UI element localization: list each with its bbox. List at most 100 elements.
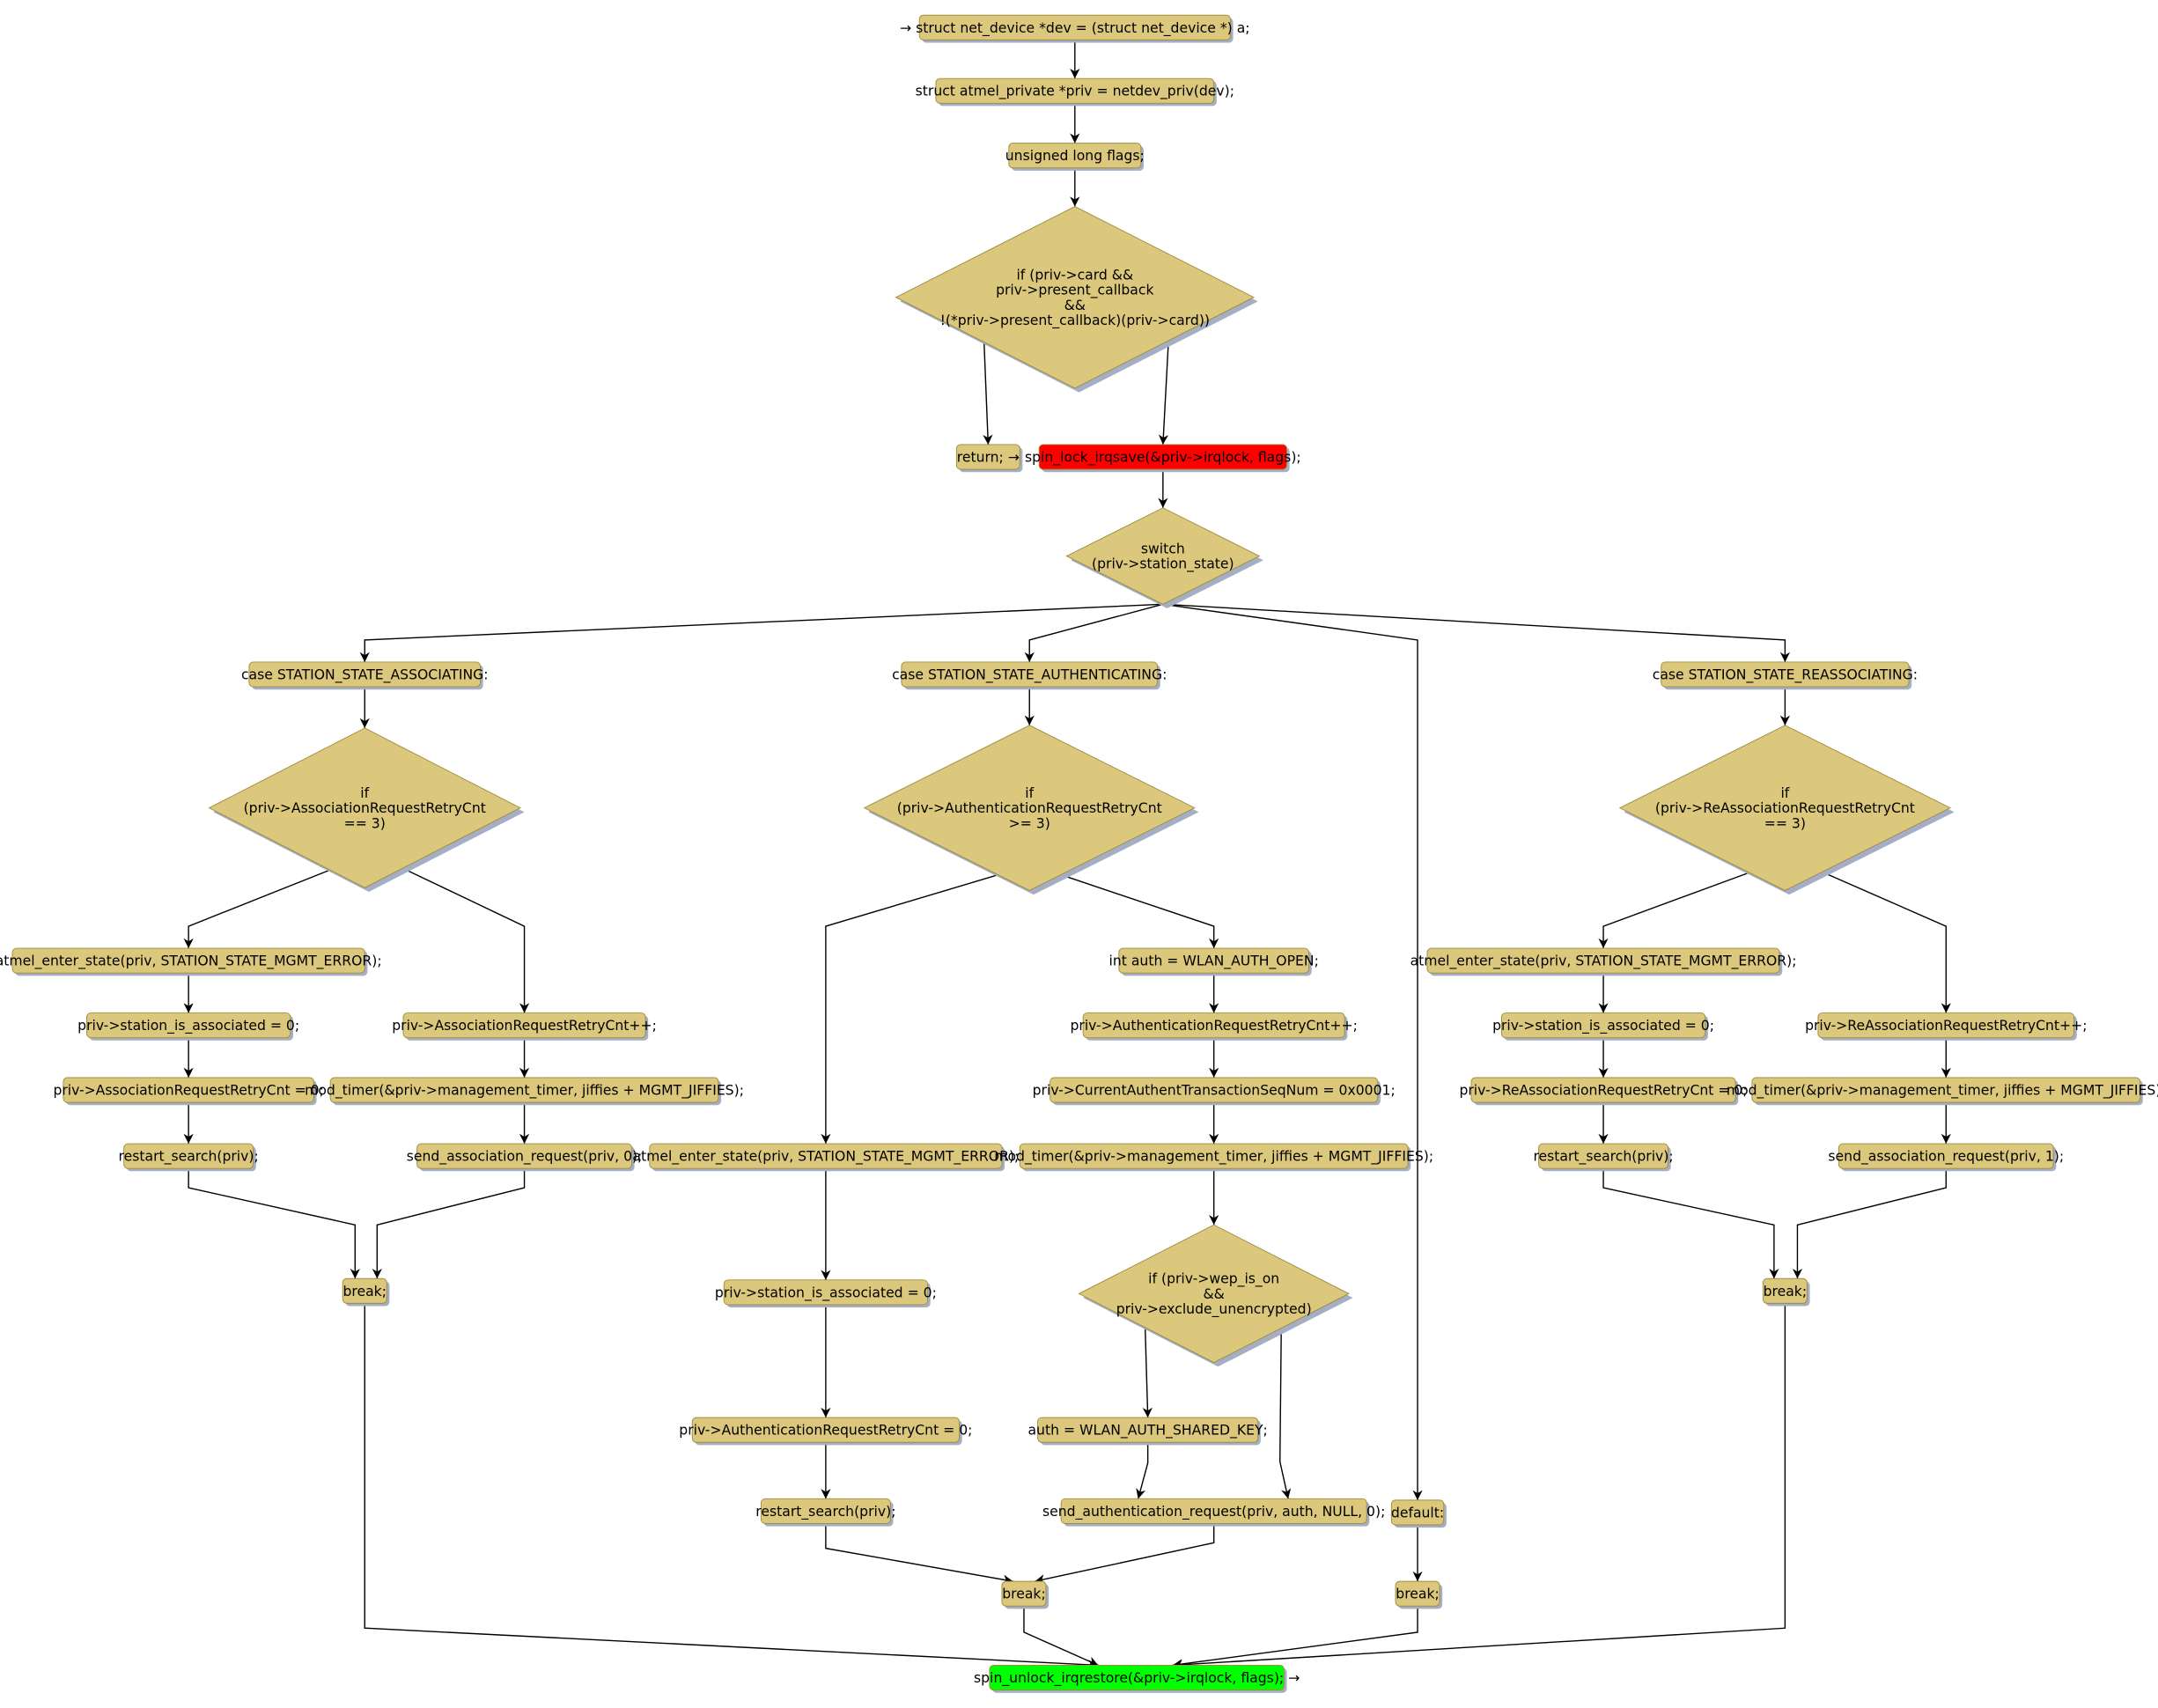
decision-dr[interactable]: if(priv->ReAssociationRequestRetryCnt== …	[1618, 725, 1955, 895]
node-label: mod_timer(&priv->management_timer, jiffi…	[305, 1082, 744, 1100]
node-label: send_association_request(priv, 0);	[407, 1148, 643, 1166]
decision-da[interactable]: if(priv->AssociationRequestRetryCnt== 3)	[208, 727, 525, 892]
statement-r3[interactable]: priv->ReAssociationRequestRetryCnt = 0;	[1459, 1077, 1748, 1106]
flow-arrow	[1172, 1303, 1786, 1670]
statement-a5[interactable]: priv->AssociationRequestRetryCnt++;	[392, 1012, 657, 1041]
statement-ab[interactable]: break;	[342, 1277, 390, 1307]
node-label: send_association_request(priv, 1);	[1828, 1148, 2064, 1166]
node-label: break;	[1764, 1283, 1808, 1299]
statement-u7[interactable]: priv->CurrentAuthentTransactionSeqNum = …	[1033, 1077, 1396, 1106]
statement-n3[interactable]: unsigned long flags;	[1005, 143, 1145, 171]
node-label: restart_search(priv);	[119, 1148, 259, 1166]
statement-n2[interactable]: struct atmel_private *priv = netdev_priv…	[916, 77, 1234, 107]
flow-arrow	[1602, 1168, 1779, 1279]
statement-ret[interactable]: return; →	[955, 444, 1023, 473]
node-label: atmel_enter_state(priv, STATION_STATE_MG…	[1410, 953, 1797, 970]
statement-u9[interactable]: auth = WLAN_AUTH_SHARED_KEY;	[1027, 1417, 1268, 1446]
statement-u2[interactable]: priv->station_is_associated = 0;	[715, 1279, 937, 1308]
node-label: atmel_enter_state(priv, STATION_STATE_MG…	[632, 1148, 1019, 1166]
statement-df[interactable]: default:	[1390, 1499, 1447, 1528]
statement-a1[interactable]: atmel_enter_state(priv, STATION_STATE_MG…	[0, 947, 382, 976]
flow-arrow	[364, 1303, 1099, 1670]
node-label: priv->ReAssociationRequestRetryCnt = 0;	[1459, 1082, 1747, 1099]
node-label: if (priv->wep_is_on	[1148, 1270, 1279, 1288]
node-label: spin_unlock_irqrestore(&priv->irqlock, f…	[974, 1669, 1300, 1687]
flow-arrow	[1162, 603, 1791, 662]
flow-arrow	[1023, 1606, 1099, 1667]
node-label: priv->ReAssociationRequestRetryCnt++;	[1805, 1017, 2087, 1034]
statement-u4[interactable]: restart_search(priv);	[755, 1498, 895, 1527]
node-label: if	[1025, 784, 1034, 801]
statement-u10[interactable]: send_authentication_request(priv, auth, …	[1042, 1498, 1385, 1527]
node-label: (priv->AssociationRequestRetryCnt	[244, 799, 486, 816]
flow-arrow	[183, 869, 331, 949]
node-label: break;	[342, 1283, 386, 1299]
statement-c3[interactable]: case STATION_STATE_REASSOCIATING:	[1653, 661, 1918, 690]
statement-c1[interactable]: case STATION_STATE_ASSOCIATING:	[241, 661, 489, 690]
flow-arrow	[1142, 1323, 1153, 1418]
statement-lock[interactable]: spin_lock_irqsave(&priv->irqlock, flags)…	[1025, 444, 1301, 473]
node-label: break;	[1396, 1586, 1440, 1602]
node-label: switch	[1141, 540, 1185, 556]
node-label: mod_timer(&priv->management_timer, jiffi…	[994, 1148, 1433, 1166]
node-label: struct atmel_private *priv = netdev_priv…	[916, 83, 1234, 100]
node-label: case STATION_STATE_REASSOCIATING:	[1653, 666, 1918, 683]
node-label: → struct net_device *dev = (struct net_d…	[900, 19, 1250, 37]
statement-a3[interactable]: priv->AssociationRequestRetryCnt = 0;	[53, 1077, 324, 1106]
statement-dfb[interactable]: break;	[1395, 1580, 1443, 1609]
statement-r5[interactable]: priv->ReAssociationRequestRetryCnt++;	[1805, 1012, 2087, 1041]
node-label: if (priv->card &&	[1016, 266, 1133, 283]
statement-r2[interactable]: priv->station_is_associated = 0;	[1492, 1012, 1714, 1041]
statement-end[interactable]: spin_unlock_irqrestore(&priv->irqlock, f…	[974, 1665, 1300, 1693]
flow-arrow	[1279, 1323, 1292, 1499]
statement-a7[interactable]: send_association_request(priv, 0);	[407, 1143, 643, 1172]
node-label: priv->station_is_associated = 0;	[715, 1284, 937, 1301]
flow-arrow	[1136, 1442, 1149, 1499]
nodes: → struct net_device *dev = (struct net_d…	[0, 14, 2158, 1693]
statement-ub[interactable]: break;	[1001, 1580, 1050, 1609]
statement-rb[interactable]: break;	[1762, 1277, 1810, 1307]
node-label: priv->CurrentAuthentTransactionSeqNum = …	[1033, 1082, 1396, 1099]
statement-u1[interactable]: atmel_enter_state(priv, STATION_STATE_MG…	[632, 1143, 1019, 1172]
node-label: spin_lock_irqsave(&priv->irqlock, flags)…	[1025, 449, 1301, 467]
statement-n1[interactable]: → struct net_device *dev = (struct net_d…	[900, 14, 1250, 43]
decision-dw[interactable]: if (priv->wep_is_on&&priv->exclude_unenc…	[1078, 1224, 1353, 1367]
flow-arrow	[1792, 1168, 1947, 1279]
node-label: if	[1780, 784, 1789, 801]
statement-a4[interactable]: restart_search(priv);	[119, 1143, 259, 1172]
node-label: == 3)	[1764, 814, 1806, 831]
flow-arrow	[1172, 1606, 1418, 1669]
statement-u6[interactable]: priv->AuthenticationRequestRetryCnt++;	[1071, 1012, 1358, 1041]
node-label: priv->station_is_associated = 0;	[77, 1017, 299, 1034]
statement-u5[interactable]: int auth = WLAN_AUTH_OPEN;	[1109, 947, 1319, 976]
node-label: atmel_enter_state(priv, STATION_STATE_MG…	[0, 953, 382, 970]
node-label: == 3)	[344, 814, 386, 831]
node-label: restart_search(priv);	[755, 1503, 895, 1520]
node-label: priv->exclude_unencrypted)	[1116, 1300, 1312, 1318]
flow-arrow	[372, 1168, 526, 1279]
statement-r7[interactable]: send_association_request(priv, 1);	[1828, 1143, 2064, 1172]
node-label: break;	[1002, 1586, 1045, 1602]
node-label: int auth = WLAN_AUTH_OPEN;	[1109, 953, 1319, 970]
node-label: mod_timer(&priv->management_timer, jiffi…	[1727, 1082, 2158, 1100]
node-label: (priv->AuthenticationRequestRetryCnt	[897, 799, 1162, 816]
flow-arrow	[825, 1523, 1013, 1585]
statement-c2[interactable]: case STATION_STATE_AUTHENTICATING:	[892, 661, 1167, 690]
node-label: priv->AssociationRequestRetryCnt++;	[392, 1017, 657, 1034]
statement-u8[interactable]: mod_timer(&priv->management_timer, jiffi…	[994, 1143, 1433, 1172]
decision-d1[interactable]: if (priv->card &&priv->present_callback&…	[895, 206, 1258, 393]
flow-arrow	[405, 869, 530, 1013]
decision-dau[interactable]: if(priv->AuthenticationRequestRetryCnt>=…	[863, 725, 1199, 895]
statement-r4[interactable]: restart_search(priv);	[1533, 1143, 1674, 1172]
statement-a2[interactable]: priv->station_is_associated = 0;	[77, 1012, 299, 1041]
flow-arrow	[1062, 874, 1219, 949]
flow-arrow	[1035, 1523, 1215, 1585]
decision-sw[interactable]: switch(priv->station_state)	[1065, 507, 1263, 608]
statement-r1[interactable]: atmel_enter_state(priv, STATION_STATE_MG…	[1410, 947, 1797, 976]
statement-a6[interactable]: mod_timer(&priv->management_timer, jiffi…	[305, 1077, 744, 1106]
flow-arrow	[188, 1168, 360, 1279]
statement-u3[interactable]: priv->AuthenticationRequestRetryCnt = 0;	[679, 1417, 972, 1446]
flow-arrow	[983, 341, 993, 445]
statement-r6[interactable]: mod_timer(&priv->management_timer, jiffi…	[1727, 1077, 2158, 1106]
